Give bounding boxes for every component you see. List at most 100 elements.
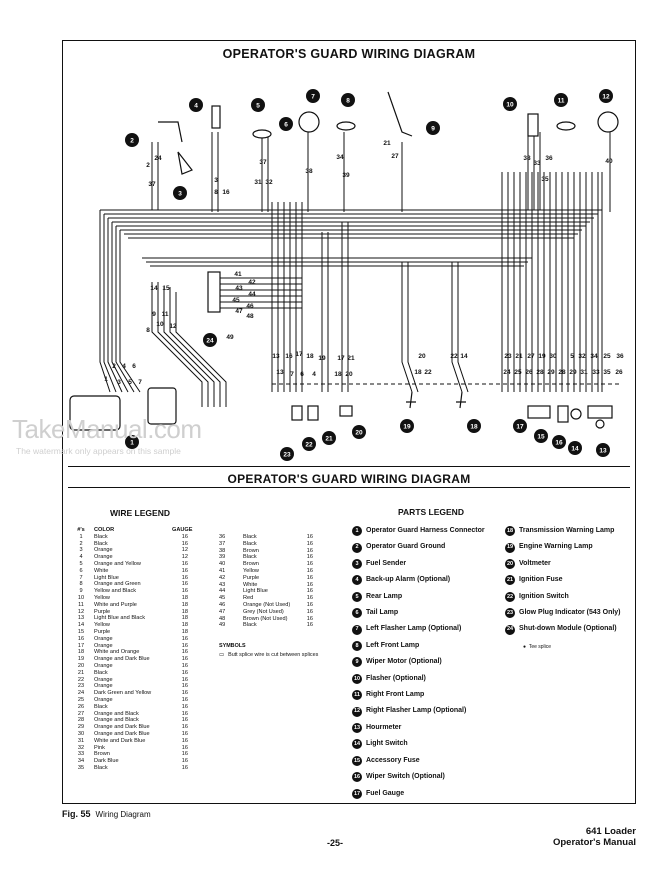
callout-5: 5	[256, 103, 260, 110]
wire-gauge: 16	[181, 574, 188, 581]
wire-color: Light Blue	[94, 574, 119, 581]
wire-label: 39	[342, 172, 350, 179]
wire-gauge: 16	[306, 608, 313, 615]
part-name: Fuel Gauge	[366, 789, 405, 797]
wire-color: Brown	[243, 561, 259, 568]
part-number: 13	[352, 723, 362, 734]
wire-label: 16	[285, 353, 293, 360]
wire-number: 1	[79, 533, 83, 540]
symbols-label: SYMBOLS	[219, 643, 246, 649]
wire-label: 11	[162, 311, 169, 318]
wire-number: 29	[77, 724, 85, 731]
wire-gauge: 16	[181, 669, 188, 676]
callout-21: 21	[325, 436, 333, 443]
wire-color: Brown (Not Used)	[243, 615, 288, 622]
watermark: TakeManual.com	[12, 414, 202, 444]
wire-color: Black	[94, 540, 108, 547]
wire-label: 6	[300, 371, 304, 378]
wire-color: White	[243, 581, 258, 588]
part-number: 2	[352, 542, 362, 553]
wire-label: 13	[272, 353, 280, 360]
wire-gauge: 18	[181, 628, 188, 635]
part-number: 17	[352, 788, 362, 799]
part-name: Right Front Lamp	[366, 691, 425, 699]
wire-number: 23	[77, 683, 85, 690]
wire-label: 36	[616, 353, 624, 360]
wire-color: Orange	[94, 696, 113, 703]
callout-13: 13	[599, 448, 607, 455]
wire-label: 7	[290, 371, 294, 378]
wire-number: 37	[219, 540, 226, 547]
wire-color: Yellow	[243, 567, 259, 574]
wire-number: 8	[79, 581, 83, 588]
divider	[68, 466, 630, 467]
part-number: 7	[352, 624, 362, 635]
wire-color: Orange and Yellow	[94, 560, 141, 567]
wire-color: Black	[243, 622, 257, 629]
wire-color: Orange and Dark Blue	[94, 656, 150, 663]
wire-label: 22	[424, 369, 432, 376]
wire-number: 47	[219, 608, 226, 615]
part-name: Accessory Fuse	[366, 756, 420, 764]
wire-gauge: 16	[181, 764, 188, 771]
part-name: Wiper Switch (Optional)	[366, 773, 445, 781]
callout-11: 11	[558, 98, 565, 105]
part-number: 8	[352, 641, 362, 652]
part-number: 9	[352, 657, 362, 668]
wire-gauge: 16	[181, 724, 188, 731]
part-name: Left Flasher Lamp (Optional)	[366, 625, 462, 633]
wire-label: 22	[450, 353, 458, 360]
wire-gauge: 16	[181, 690, 188, 697]
wire-number: 16	[77, 635, 85, 642]
wire-gauge: 16	[306, 574, 313, 581]
callout-8: 8	[346, 98, 350, 105]
wire-gauge: 16	[181, 567, 188, 574]
wire-gauge: 16	[181, 696, 188, 703]
part-name: Right Flasher Lamp (Optional)	[366, 707, 467, 715]
wire-gauge: 16	[181, 717, 188, 724]
part-name: Voltmeter	[519, 559, 551, 567]
parts-legend-row: 11 Right Front Lamp	[352, 687, 485, 703]
wire-label: 42	[248, 279, 256, 286]
wire-color: Orange and Black	[94, 717, 139, 724]
wire-label: 18	[306, 353, 314, 360]
wire-label: 28	[558, 369, 566, 376]
part-number: 18	[505, 526, 515, 537]
divider	[68, 487, 630, 488]
wire-number: 15	[77, 628, 85, 635]
wire-color: Light Blue and Black	[94, 615, 145, 622]
part-name: Wiper Motor (Optional)	[366, 658, 442, 666]
wire-gauge: 18	[181, 594, 188, 601]
wire-label: 46	[246, 303, 254, 310]
wire-gauge: 16	[181, 744, 188, 751]
wire-number: 2	[79, 540, 83, 547]
parts-legend-row: 17 Fuel Gauge	[352, 786, 485, 802]
section-title: OPERATOR'S GUARD WIRING DIAGRAM	[227, 472, 471, 486]
part-name: Left Front Lamp	[366, 641, 420, 649]
wire-color: Yellow	[94, 594, 110, 601]
part-number: 11	[352, 690, 362, 701]
parts-legend-row: 9 Wiper Motor (Optional)	[352, 654, 485, 670]
wire-gauge: 16	[181, 683, 188, 690]
wire-color: Dark Blue	[94, 758, 119, 765]
wire-number: 14	[77, 622, 85, 629]
callout-6: 6	[284, 122, 288, 129]
wire-label: 14	[460, 353, 468, 360]
